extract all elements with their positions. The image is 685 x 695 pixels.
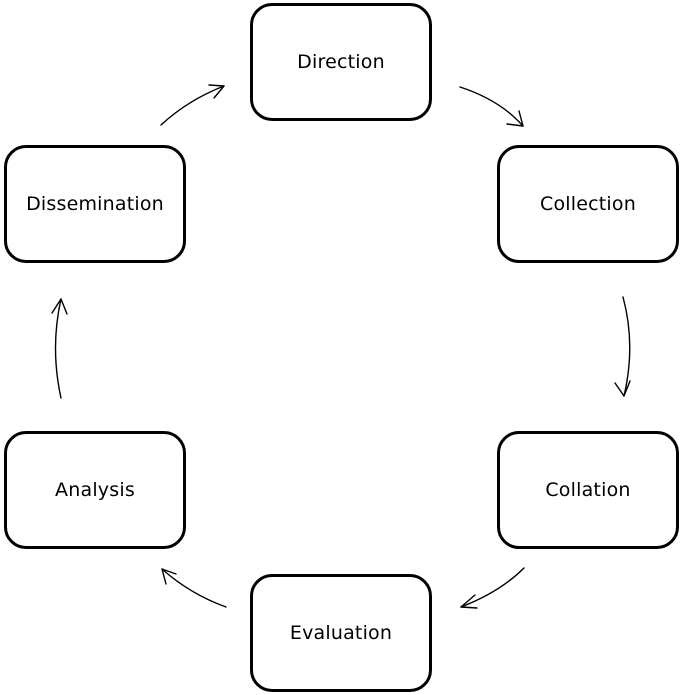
node-dissemination-label: Dissemination <box>26 193 164 215</box>
node-dissemination: Dissemination <box>4 145 186 263</box>
arrow-direction-to-collection <box>459 86 524 127</box>
node-collection: Collection <box>497 145 679 263</box>
node-direction-label: Direction <box>297 51 385 73</box>
node-direction: Direction <box>250 3 432 121</box>
arrow-dissemination-to-direction <box>160 84 225 126</box>
node-collection-label: Collection <box>540 193 636 215</box>
arrow-evaluation-to-analysis <box>161 568 227 608</box>
node-collation: Collation <box>497 431 679 549</box>
node-analysis: Analysis <box>4 431 186 549</box>
node-evaluation-label: Evaluation <box>289 622 393 644</box>
arrow-analysis-to-dissemination <box>51 298 68 399</box>
arrow-collection-to-collation <box>614 296 631 397</box>
arrow-collation-to-evaluation <box>460 567 525 609</box>
node-collation-label: Collation <box>545 479 631 501</box>
node-evaluation: Evaluation <box>250 574 432 692</box>
node-analysis-label: Analysis <box>55 479 135 501</box>
